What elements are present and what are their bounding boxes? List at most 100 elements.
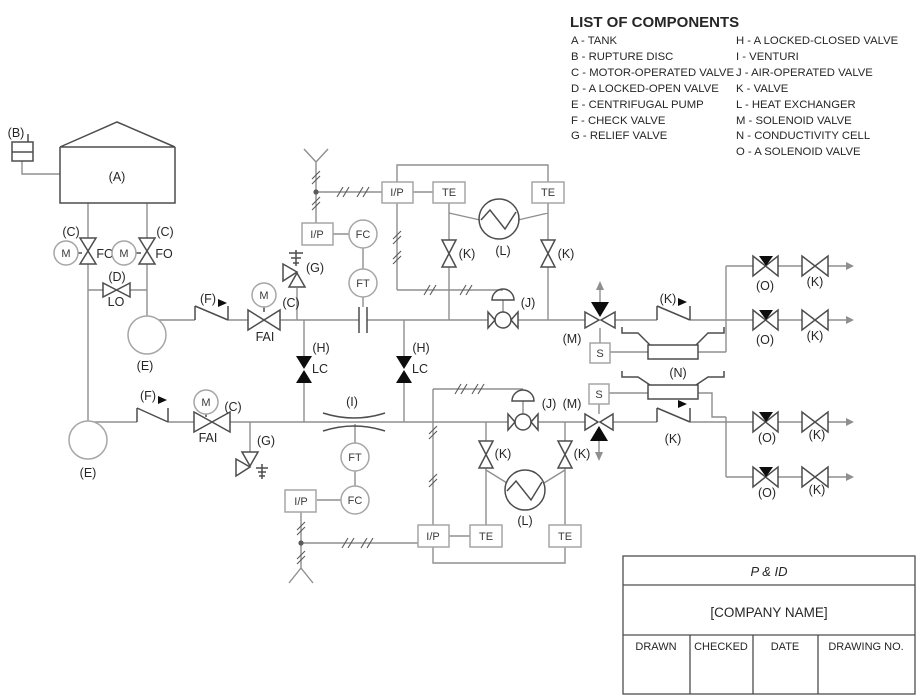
motor-icon: M	[259, 290, 268, 302]
valve-label: (J)	[521, 296, 536, 310]
solenoid-valve-O-row1: (O)	[752, 254, 779, 293]
fai-tag: FAI	[199, 431, 218, 445]
conductivity-cell-N: (N)	[621, 327, 725, 400]
valve-label: (M)	[563, 397, 582, 411]
valve-label: (G)	[257, 434, 275, 448]
valve-label: (C)	[156, 225, 173, 239]
flow-arrow	[846, 262, 854, 481]
heat-exchanger-L-bottom: (L)	[504, 469, 546, 528]
vent-arrow-down	[595, 452, 603, 461]
legend-item: D - A LOCKED-OPEN VALVE	[571, 83, 719, 95]
flow-controller-FC-top: FC	[348, 219, 378, 249]
valve-label: (C)	[62, 225, 79, 239]
valve-label: (D)	[108, 270, 125, 284]
cell-label: (N)	[669, 366, 686, 380]
valve-K-hx-top-right: (K)	[539, 239, 575, 268]
valve-label: (O)	[758, 431, 776, 445]
locked-open-tag: LO	[108, 295, 125, 309]
valve-label: (M)	[563, 332, 582, 346]
legend-item: M - SOLENOID VALVE	[736, 115, 852, 127]
ip-transducer-3: I/P	[284, 489, 317, 513]
relief-valve-G-bottom: (G)	[235, 434, 275, 479]
te-text: TE	[558, 531, 572, 543]
valve-label: (K)	[809, 483, 826, 497]
field-drawing-no: DRAWING NO.	[828, 641, 903, 653]
ip-text: I/P	[310, 229, 323, 241]
rupture-disc-B: (B)	[8, 126, 34, 162]
temperature-element-TE-top-left: TE	[432, 181, 466, 204]
legend-item: F - CHECK VALVE	[571, 115, 666, 127]
fail-open-tag: FO	[96, 247, 114, 261]
tank-A: (A)	[59, 121, 176, 204]
flow-controller-FC-bottom: FC	[340, 485, 370, 515]
air-operated-valve-J-top: (J)	[487, 288, 536, 330]
locked-closed-tag: LC	[312, 362, 328, 376]
valve-K-hx-top-left: (K)	[440, 239, 476, 268]
solenoid-valve-M-bottom: S (M)	[563, 383, 614, 441]
ip-transducer-2: I/P	[381, 181, 414, 204]
process-piping	[21, 148, 854, 584]
ip-transducer-1: I/P	[301, 222, 334, 246]
air-operated-valve-J-bottom: (J)	[507, 389, 556, 432]
valve-label: (H)	[412, 341, 429, 355]
te-text: TE	[479, 531, 493, 543]
valve-label: (G)	[306, 261, 324, 275]
legend-item: H - A LOCKED-CLOSED VALVE	[736, 35, 899, 47]
ip-text: I/P	[426, 531, 439, 543]
motor-icon: M	[119, 248, 128, 260]
temperature-element-TE-bottom-left: TE	[469, 524, 503, 548]
valve-label: (K)	[558, 247, 575, 261]
fail-open-tag: FO	[155, 247, 173, 261]
field-checked: CHECKED	[694, 641, 748, 653]
valve-K-row3: (K)	[801, 410, 829, 442]
relief-valve-G-top: (G)	[282, 250, 324, 288]
locked-closed-tag: LC	[412, 362, 428, 376]
legend-item: N - CONDUCTIVITY CELL	[736, 130, 870, 142]
valve-K-row4: (K)	[801, 465, 829, 497]
valve-K-angled-top: (K)	[656, 292, 691, 321]
ft-text: FT	[356, 278, 370, 290]
legend-item: G - RELIEF VALVE	[571, 130, 668, 142]
ip-transducer-4: I/P	[417, 524, 450, 548]
valve-K-hx-bottom-left: (K)	[477, 440, 511, 469]
fc-text: FC	[356, 229, 371, 241]
solenoid-valve-O-row2: (O)	[752, 308, 779, 347]
valve-label: (H)	[312, 341, 329, 355]
legend-item: B - RUPTURE DISC	[571, 51, 673, 63]
locked-open-valve-D: (D) LO	[102, 270, 131, 309]
motor-operated-valve-C-left: M (C) FO	[53, 225, 114, 266]
fai-tag: FAI	[256, 330, 275, 344]
te-text: TE	[541, 187, 555, 199]
legend-item: E - CENTRIFUGAL PUMP	[571, 99, 704, 111]
vent-arrow-up	[596, 281, 604, 290]
orifice-flow-element	[358, 307, 368, 333]
signal-junction-dot	[298, 540, 304, 546]
heat-exchanger-L-top: (L)	[478, 198, 520, 258]
valve-label: (O)	[758, 486, 776, 500]
legend-item: C - MOTOR-OPERATED VALVE	[571, 67, 734, 79]
valve-label: (C)	[282, 296, 299, 310]
valve-label: (K)	[574, 447, 591, 461]
legend-item: O - A SOLENOID VALVE	[736, 146, 861, 158]
locked-closed-valve-H-right: (H) LC	[396, 341, 430, 383]
legend-item: J - AIR-OPERATED VALVE	[736, 67, 873, 79]
valve-label: (K)	[459, 247, 476, 261]
valve-label: (K)	[809, 428, 826, 442]
valve-label: (K)	[660, 292, 677, 306]
valve-label: (O)	[756, 333, 774, 347]
legend-item: K - VALVE	[736, 83, 789, 95]
valve-K-row1: (K)	[801, 254, 829, 289]
check-valve-F-top: (F)	[194, 292, 229, 321]
valve-label: (K)	[807, 275, 824, 289]
legend-item: A - TANK	[571, 35, 618, 47]
solenoid-valve-O-row3: (O)	[752, 410, 779, 445]
motor-operated-valve-C-fai-bottom: M (C) FAI	[193, 389, 242, 445]
motor-operated-valve-C-fai-top: M (C) FAI	[247, 282, 300, 344]
legend-item: I - VENTURI	[736, 51, 799, 63]
motor-icon: M	[201, 397, 210, 409]
centrifugal-pump-E-top: (E)	[127, 315, 167, 373]
hx-label: (L)	[517, 514, 532, 528]
temperature-element-TE-bottom-right: TE	[548, 524, 582, 548]
pump-label: (E)	[80, 466, 97, 480]
locked-closed-valve-H-left: (H) LC	[296, 341, 330, 383]
